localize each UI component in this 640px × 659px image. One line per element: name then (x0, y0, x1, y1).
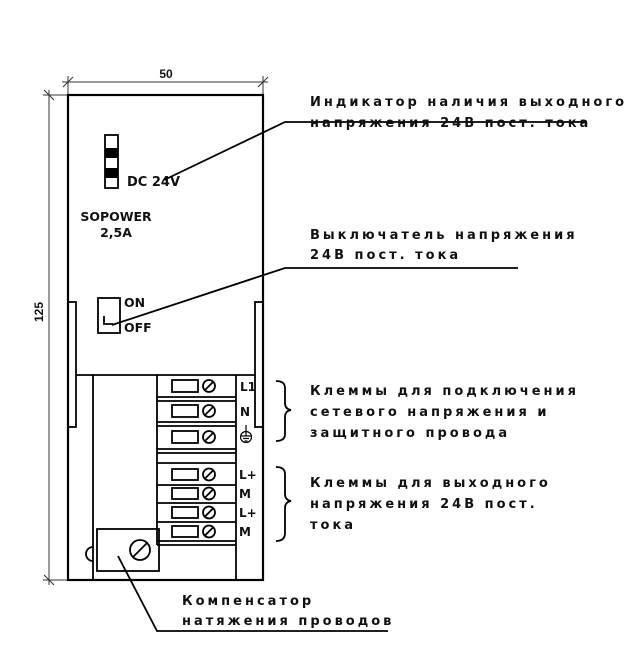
annotation-input-line-3: защитного провода (310, 426, 510, 441)
height-dimension: 125 (32, 89, 68, 586)
input-terminal-block (157, 396, 236, 464)
switch-off-label: OFF (124, 320, 152, 335)
annotation-input-line-1: Клеммы для подключения (310, 384, 579, 399)
annotation-output-line-1: Клеммы для выходного (310, 476, 551, 491)
annotation-output-line-2: напряжения 24В пост. (310, 497, 538, 512)
terminal-input-l1[interactable] (171, 379, 216, 393)
annotation-input-line-2: сетевого напряжения и (310, 405, 550, 420)
brace-output-terminals (275, 466, 292, 542)
annotation-strain-line-2: натяжения проводов (182, 614, 394, 629)
terminal-label-m-1: M (239, 487, 251, 501)
switch-on-label: ON (124, 295, 145, 310)
led-indicator (104, 134, 119, 189)
terminal-label-lplus-2: L+ (239, 506, 257, 520)
annotation-indicator-line-1: Индикатор наличия выходного (310, 95, 627, 110)
annotation-switch-line-2: 24В пост. тока (310, 248, 461, 263)
model-rating: 2,5A (100, 225, 132, 240)
brace-input-terminals (275, 380, 292, 442)
terminal-label-n: N (240, 405, 250, 419)
width-dimension-label: 50 (159, 67, 173, 81)
terminal-input-pe[interactable] (171, 430, 216, 444)
annotation-indicator: Индикатор наличия выходного напряжения 2… (310, 95, 627, 131)
leader-indicator (163, 121, 585, 181)
terminal-output-2[interactable] (171, 486, 216, 501)
power-switch[interactable] (97, 297, 121, 334)
indicator-label: DC 24V (127, 175, 180, 190)
annotation-input-terminals: Клеммы для подключения сетевого напряжен… (310, 384, 579, 441)
leader-lines (111, 121, 585, 632)
left-rail (67, 301, 77, 428)
terminal-label-l1: L1 (240, 380, 256, 394)
terminal-output-3[interactable] (171, 505, 216, 520)
output-terminal-block (157, 484, 236, 546)
annotation-switch: Выключатель напряжения 24В пост. тока (310, 228, 578, 263)
terminal-output-1[interactable] (171, 467, 216, 482)
annotation-output-terminals: Клеммы для выходного напряжения 24В пост… (310, 476, 551, 533)
height-dimension-label: 125 (32, 302, 46, 322)
strain-relief (85, 528, 160, 572)
terminal-label-m-2: M (239, 525, 251, 539)
annotation-strain-relief: Компенсатор натяжения проводов (182, 594, 394, 629)
annotation-output-line-3: тока (310, 518, 356, 533)
device-housing (66, 93, 265, 582)
right-rail (254, 301, 264, 428)
annotation-strain-line-1: Компенсатор (182, 594, 314, 609)
leader-switch (111, 267, 518, 326)
annotation-switch-line-1: Выключатель напряжения (310, 228, 578, 243)
model-name: SOPOWER (80, 209, 152, 224)
ground-icon (239, 425, 253, 444)
leader-strain-relief (117, 555, 388, 632)
annotation-indicator-line-2: напряжения 24В пост. тока (310, 116, 591, 131)
terminal-input-n[interactable] (171, 404, 216, 418)
terminal-label-lplus-1: L+ (239, 468, 257, 482)
terminal-output-4[interactable] (171, 524, 216, 539)
width-dimension: 50 (62, 67, 269, 95)
